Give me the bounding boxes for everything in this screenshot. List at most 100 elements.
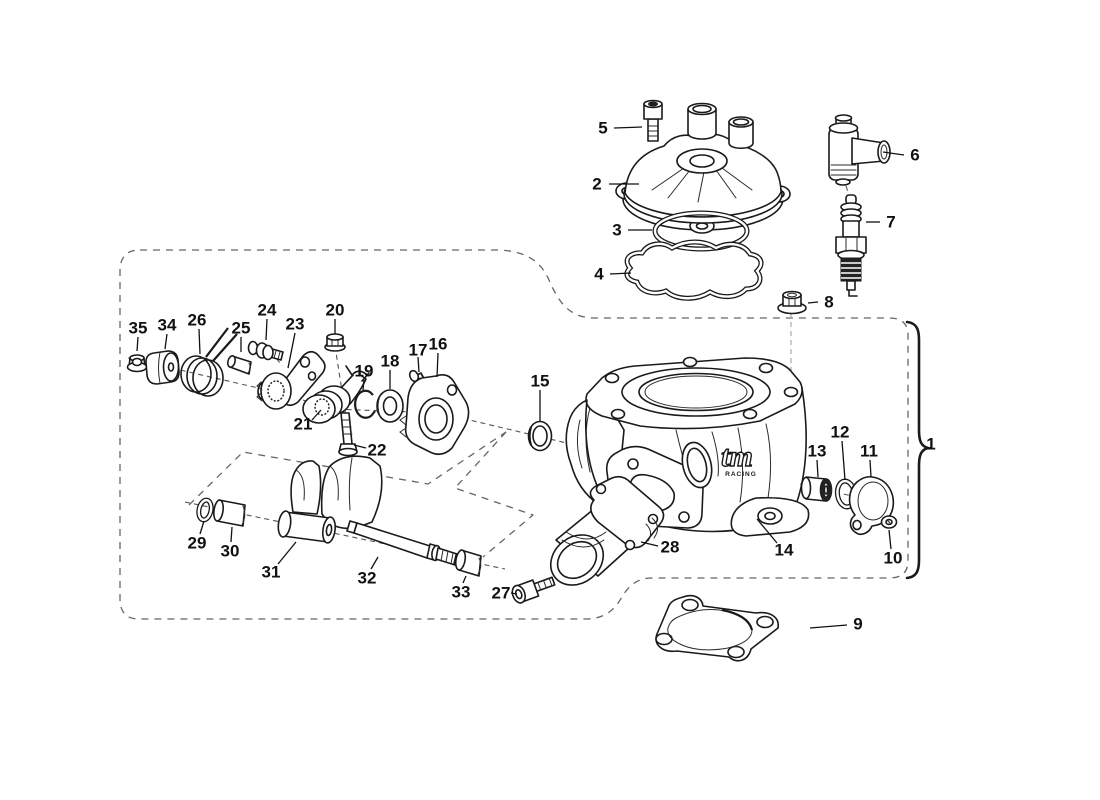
part-20-nut [324,333,346,352]
part-31-power-valve [277,455,383,544]
part-label-22: 22 [368,441,387,460]
part-16-valve-cover-bracket [399,374,470,456]
part-label-16: 16 [429,335,448,354]
part-label-35: 35 [129,319,148,338]
tm-logo-text: tm [721,440,753,473]
part-label-18: 18 [381,352,400,371]
part-30-spacer-sleeve [213,499,246,527]
part-label-33: 33 [452,583,471,602]
leader-line-24 [265,318,268,341]
leader-line-34 [164,333,168,350]
leader-line-13 [816,459,819,478]
part-19-circlip [354,389,376,419]
leader-line-27 [510,592,518,595]
part-22-bolt [338,412,358,457]
part-label-19: 19 [355,362,374,381]
part-35-nut [126,354,148,373]
leader-line-33 [462,575,467,584]
part-label-31: 31 [262,563,281,582]
part-label-28: 28 [661,538,680,557]
part-18-bushing [376,389,404,423]
leader-line-16 [436,352,439,378]
leader-line-8 [807,301,819,304]
part-label-10: 10 [884,549,903,568]
leader-line-28 [640,541,659,547]
part-21-rocker-arm [302,365,370,424]
part-label-13: 13 [808,442,827,461]
part-24-adjuster-screw [247,340,284,361]
part-label-2: 2 [592,175,601,194]
part-9-base-gasket [655,594,780,662]
part-7-spark-plug [835,194,867,297]
leader-line-6 [882,151,905,156]
part-6-spark-plug-cap [828,114,891,186]
leader-line-17 [417,356,420,373]
leader-line-23 [287,332,296,369]
leader-line-9 [809,624,848,629]
part-label-7: 7 [886,213,895,232]
part-29-o-ring [196,497,214,523]
part-28-manifold [549,475,665,586]
part-label-5: 5 [598,119,607,138]
part-33-spacer-sleeve [454,549,482,577]
leader-lines [136,126,905,629]
part-label-17: 17 [409,341,428,360]
tm-logo-subtext: RACING [725,471,757,478]
part-label-27: 27 [492,584,511,603]
part-label-15: 15 [531,372,550,391]
part-label-34: 34 [158,316,177,335]
part-32-valve-shaft [346,520,467,568]
part-label-23: 23 [286,315,305,334]
part-label-32: 32 [358,569,377,588]
part-10-washer [880,515,898,529]
tm-racing-logo: tm RACING [720,439,757,478]
leader-line-21 [311,409,322,421]
part-label-20: 20 [326,301,345,320]
leader-line-31 [277,541,297,565]
leader-line-35 [136,336,139,352]
leader-line-22 [353,444,367,449]
part-label-30: 30 [221,542,240,561]
part-23-lever [256,350,326,410]
part-5-socket-screw [643,99,663,142]
part-label-14: 14 [775,541,794,560]
part-2-head-cover [615,102,791,234]
part-4-head-gasket [624,239,764,301]
part-13-bushing-with-oring [800,476,833,502]
part-label-4: 4 [594,265,604,284]
leader-line-26 [198,328,201,355]
part-26-torsion-spring [180,327,238,397]
part-27-socket-bolt [511,576,556,604]
leader-line-4 [609,272,632,275]
leader-line-10 [888,529,892,550]
part-14-cylinder: tm RACING [565,356,810,537]
part-15-seal-ring [527,420,553,452]
leader-line-30 [230,526,233,543]
leader-line-5 [613,126,643,129]
part-label-6: 6 [910,146,919,165]
part-label-8: 8 [824,293,833,312]
part-8-flange-nut [777,290,807,315]
leader-line-11 [869,459,872,478]
part-label-12: 12 [831,423,850,442]
part-3-o-ring [652,210,750,252]
part-label-9: 9 [853,615,862,634]
leader-line-12 [841,440,846,481]
part-label-21: 21 [294,415,313,434]
leader-line-29 [199,520,205,535]
part-label-24: 24 [258,301,277,320]
part-label-3: 3 [612,221,621,240]
part-label-25: 25 [232,319,251,338]
leader-line-32 [370,556,379,570]
leader-line-14 [756,518,778,544]
part-25-pin [227,355,252,375]
part-label-26: 26 [188,311,207,330]
part-1-assembly-brace [905,320,933,580]
leader-line-19 [362,379,365,391]
part-number-labels: 1234567891011121314151617181920212223242… [129,119,936,634]
part-label-1: 1 [926,435,935,454]
part-34-roller-cap [145,350,180,385]
part-label-11: 11 [860,442,878,461]
